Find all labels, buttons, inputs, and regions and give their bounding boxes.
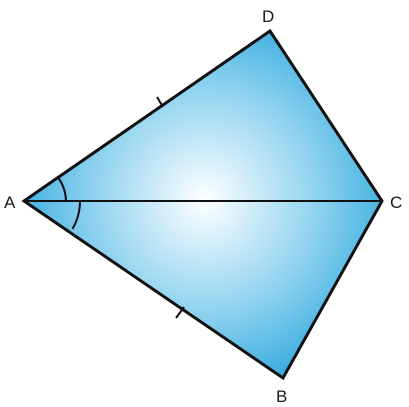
kite-shape (21, 28, 384, 381)
angle-arc-dac (57, 177, 67, 202)
vertex-label-d: D (262, 7, 274, 26)
tick-mark-ad (156, 96, 164, 108)
vertex-label-a: A (4, 193, 16, 212)
vertex-label-c: C (390, 193, 402, 212)
angle-arc-bac (71, 200, 81, 230)
vertex-label-b: B (276, 387, 287, 406)
tick-mark-ab (175, 306, 185, 319)
